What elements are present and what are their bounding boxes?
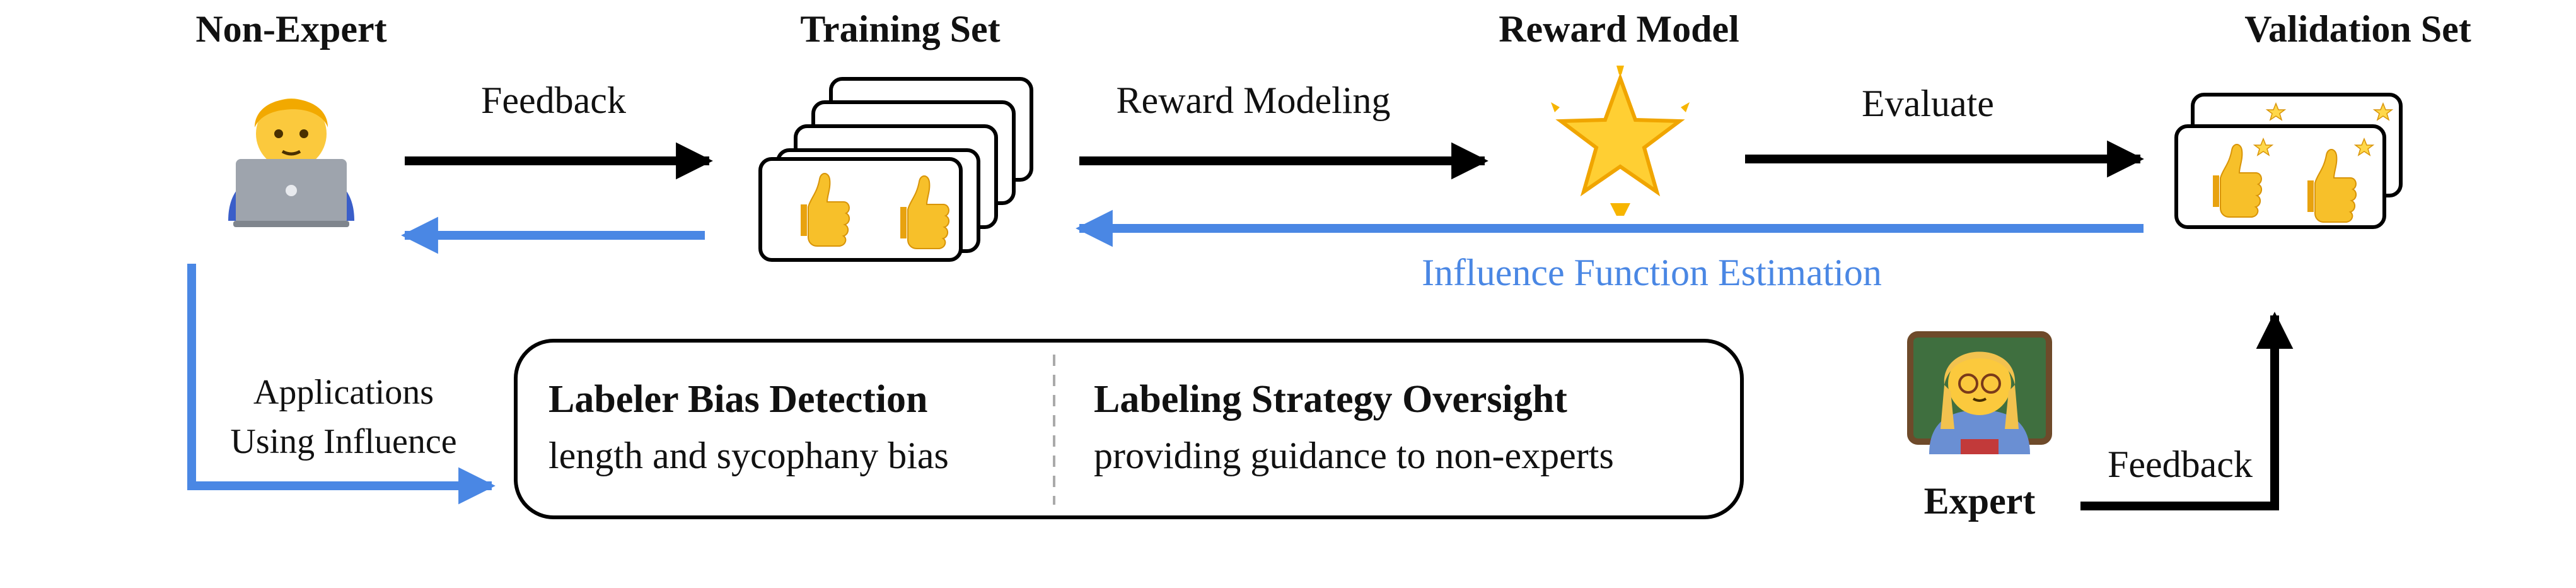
expert-feedback-arrow — [2080, 312, 2294, 510]
non-expert-title: Non-Expert — [195, 8, 387, 50]
labeling-strategy-title: Labeling Strategy Oversight — [1094, 378, 1567, 421]
validation-set-cards — [2174, 93, 2403, 229]
labeler-bias-title: Labeler Bias Detection — [548, 378, 928, 421]
applications-box — [514, 339, 1744, 519]
reward-model-title: Reward Model — [1499, 8, 1739, 50]
training-set-title: Training Set — [800, 8, 1001, 50]
training-set-cards — [758, 77, 1033, 262]
influence-estimation-label: Influence Function Estimation — [1422, 252, 1882, 293]
evaluate-label: Evaluate — [1862, 83, 1994, 124]
applications-label-line2: Using Influence — [230, 422, 457, 461]
expert-title: Expert — [1923, 480, 2036, 522]
reward-modeling-label: Reward Modeling — [1116, 79, 1391, 121]
labeler-bias-subtitle: length and sycophany bias — [548, 435, 949, 476]
glowing-star-icon — [1551, 66, 1690, 216]
non-expert-person-icon — [228, 98, 354, 227]
feedback-label: Feedback — [481, 79, 626, 121]
validation-set-title: Validation Set — [2244, 8, 2471, 50]
labeling-strategy-subtitle: providing guidance to non-experts — [1094, 435, 1614, 476]
teacher-icon — [1907, 331, 2052, 454]
expert-feedback-label: Feedback — [2108, 444, 2253, 485]
applications-label-line1: Applications — [253, 373, 434, 412]
applications-arrow — [187, 264, 496, 505]
